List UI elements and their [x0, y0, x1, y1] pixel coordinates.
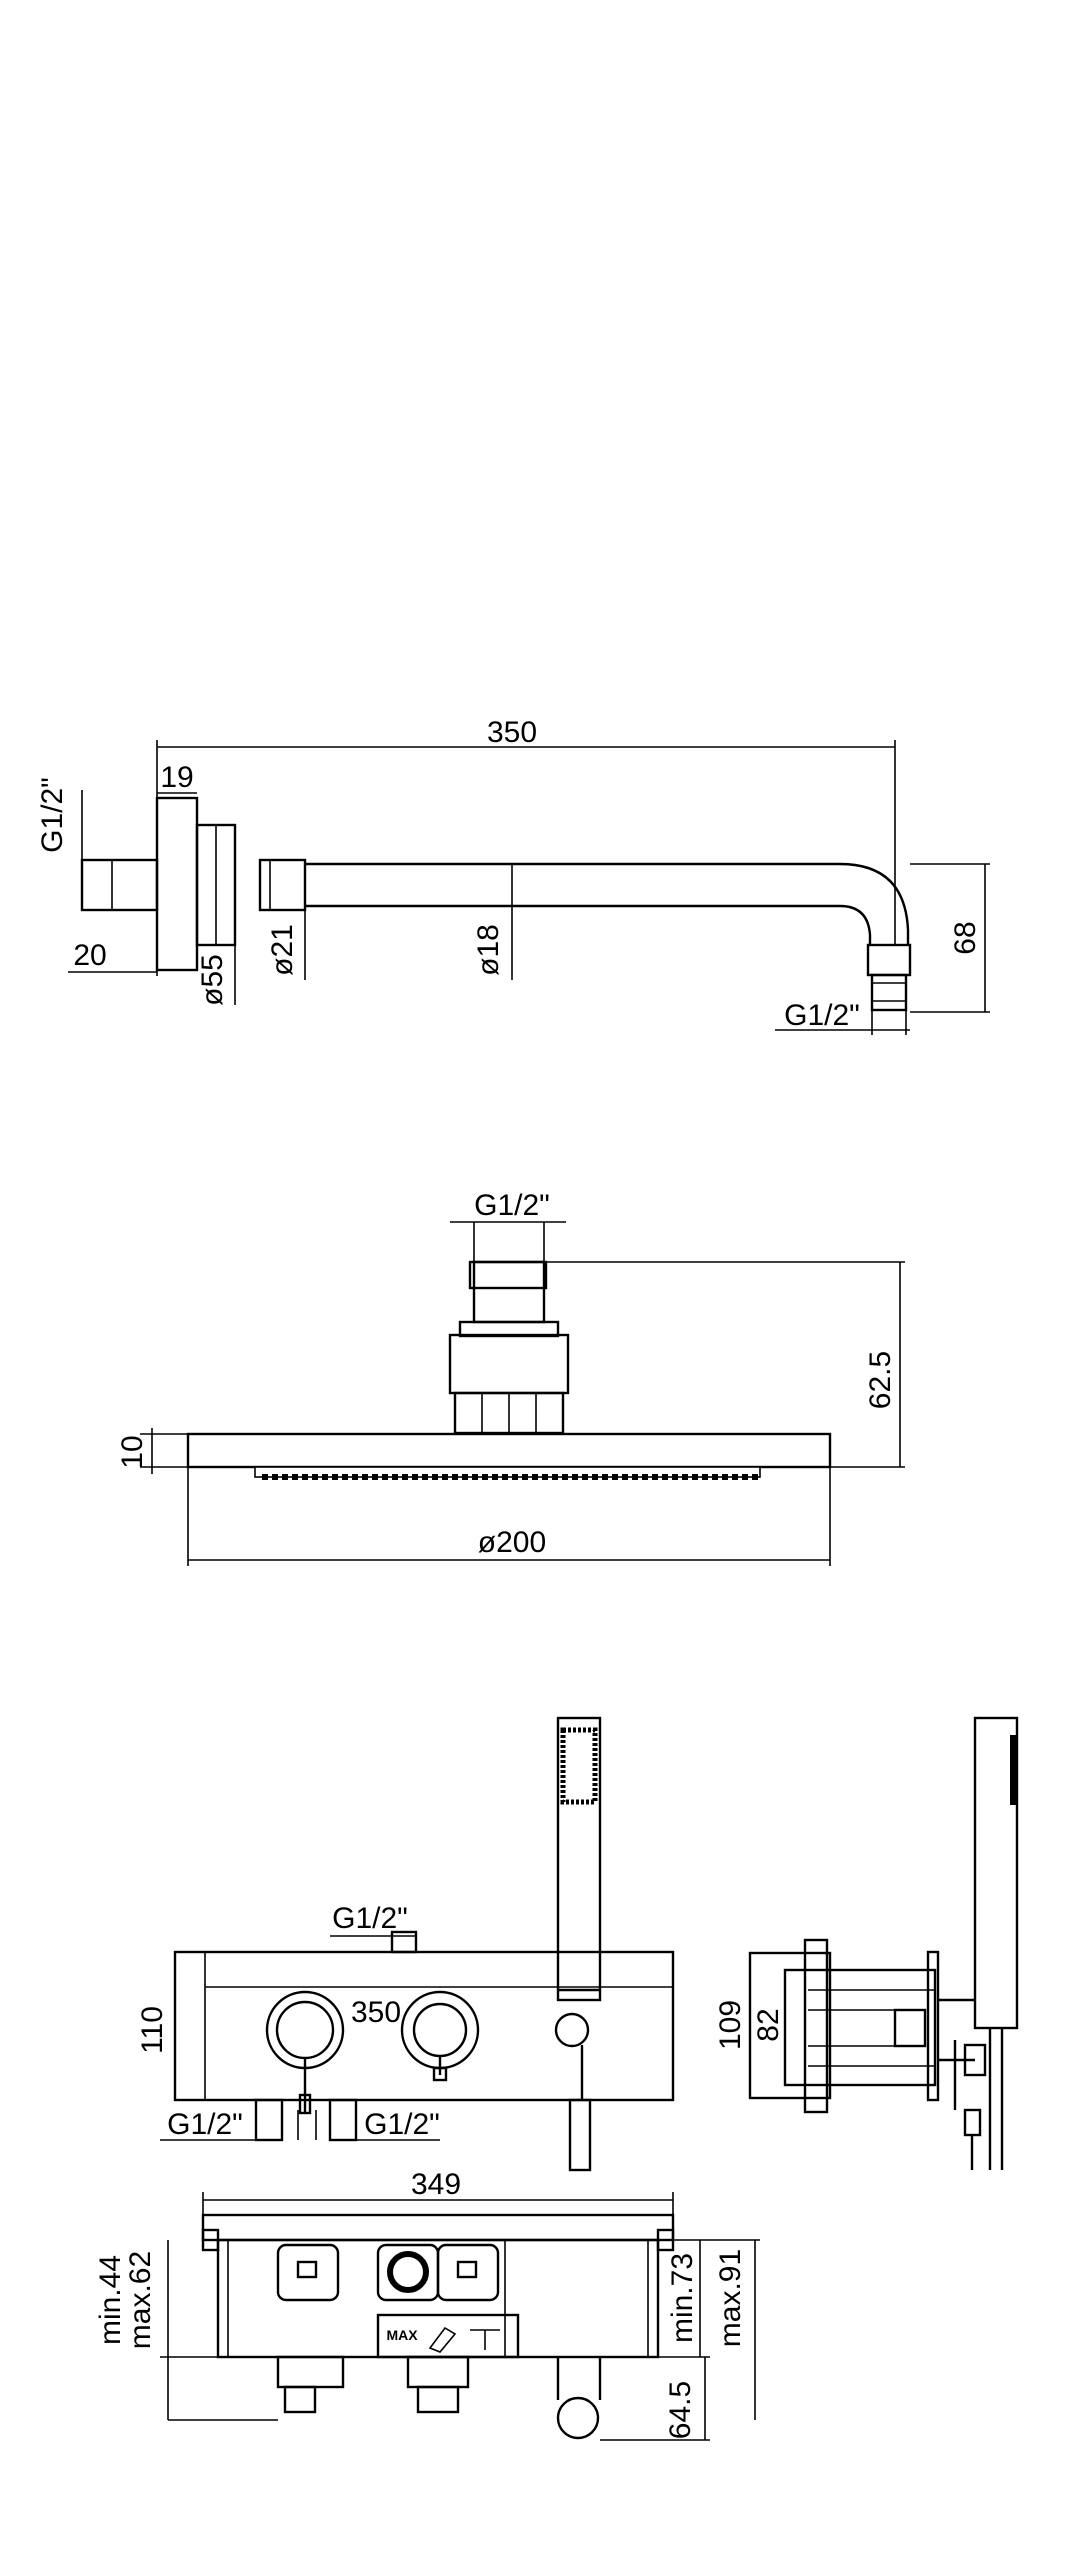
arm-outlet	[866, 943, 912, 977]
side-hand-shower	[973, 1716, 1019, 2030]
bottom-block-middle	[406, 2355, 470, 2389]
dim-head-thread: G1/2"	[474, 1189, 550, 1222]
dim-top-max-right: max.91	[714, 2249, 747, 2347]
bottom-block-left	[276, 2355, 345, 2389]
dim-valve-height: 110	[136, 2006, 169, 2054]
dim-thread-left: G1/2"	[36, 777, 69, 853]
arm-elbow-outer	[839, 862, 910, 945]
head-swivel	[448, 1333, 570, 1395]
cartridge-left	[276, 2243, 340, 2302]
dim-valve-thread-bottom-right: G1/2"	[364, 2108, 440, 2141]
head-nozzles	[254, 1466, 761, 1480]
dim-head-diameter: ø200	[478, 1526, 546, 1559]
dim-thread-outlet: G1/2"	[784, 999, 860, 1032]
dim-top-min-left: min.44	[94, 2255, 127, 2345]
valve-side-view: 109 82	[714, 1716, 1019, 2170]
hand-shower-holder	[556, 2396, 600, 2440]
wall-nipple	[80, 858, 159, 912]
hand-shower-body	[556, 1716, 602, 2002]
head-disc	[186, 1432, 832, 1469]
hand-shower-nozzles	[560, 1727, 598, 1805]
arm-outlet-thread	[870, 973, 908, 1012]
dim-flange-width: 19	[160, 761, 193, 794]
bottom-outlet-right	[328, 2098, 358, 2142]
dim-top-width: 349	[411, 2168, 461, 2201]
top-inlet	[390, 1930, 418, 1954]
valve-plate	[173, 1950, 675, 2102]
valve-front-view: G1/2" 110 350 G1/2" G1/2"	[136, 1716, 675, 2172]
dim-valve-thread-bottom-left: G1/2"	[167, 2108, 243, 2141]
cartridge-right	[436, 2243, 500, 2302]
dim-head-height: 62.5	[864, 1351, 897, 1409]
shower-head-view: G1/2" 62.5 10 ø200	[116, 1189, 905, 1566]
dim-top-max-left: max.62	[124, 2251, 157, 2349]
hose-lever	[568, 2098, 592, 2172]
dim-head-thickness: 10	[116, 1435, 149, 1468]
max-label: MAX	[386, 2327, 418, 2343]
dim-valve-spacing: 350	[351, 1996, 401, 2029]
shower-arm-view: 350 19 G1/2" 20 ø55 ø21 ø18 68 G1/2"	[36, 716, 990, 1035]
side-nozzle-strip	[1010, 1735, 1018, 1805]
dim-arm-length: 350	[487, 716, 537, 749]
dim-top-min-right: min.73	[666, 2253, 699, 2343]
arm-elbow-inner	[839, 904, 872, 945]
side-wall-plate	[926, 1950, 940, 2102]
dim-top-handle: 64.5	[664, 2381, 697, 2439]
handle-left-outer	[265, 1990, 345, 2070]
diverter-knob	[554, 2012, 590, 2048]
dim-pipe-dia: ø18	[472, 924, 505, 976]
dim-arm-drop: 68	[949, 921, 982, 954]
dim-side-height-inner: 82	[752, 2008, 785, 2041]
dim-connector-dia: ø21	[266, 924, 299, 976]
wall-flange	[155, 796, 199, 972]
head-inlet	[472, 1260, 546, 1324]
bottom-outlet-left	[254, 2098, 284, 2142]
dim-nipple-length: 20	[73, 939, 106, 972]
valve-top-view: MAX 349 min.44 max.62 min.73 max.91	[94, 2168, 760, 2441]
dim-side-height-outer: 109	[714, 2000, 747, 2050]
dim-valve-thread-top: G1/2"	[332, 1902, 408, 1935]
handle-left-inner	[275, 2000, 335, 2060]
top-plate	[201, 2213, 675, 2242]
arm-connector	[258, 858, 307, 912]
handle-right-inner	[412, 2002, 468, 2058]
dim-flange-dia: ø55	[196, 954, 229, 1006]
